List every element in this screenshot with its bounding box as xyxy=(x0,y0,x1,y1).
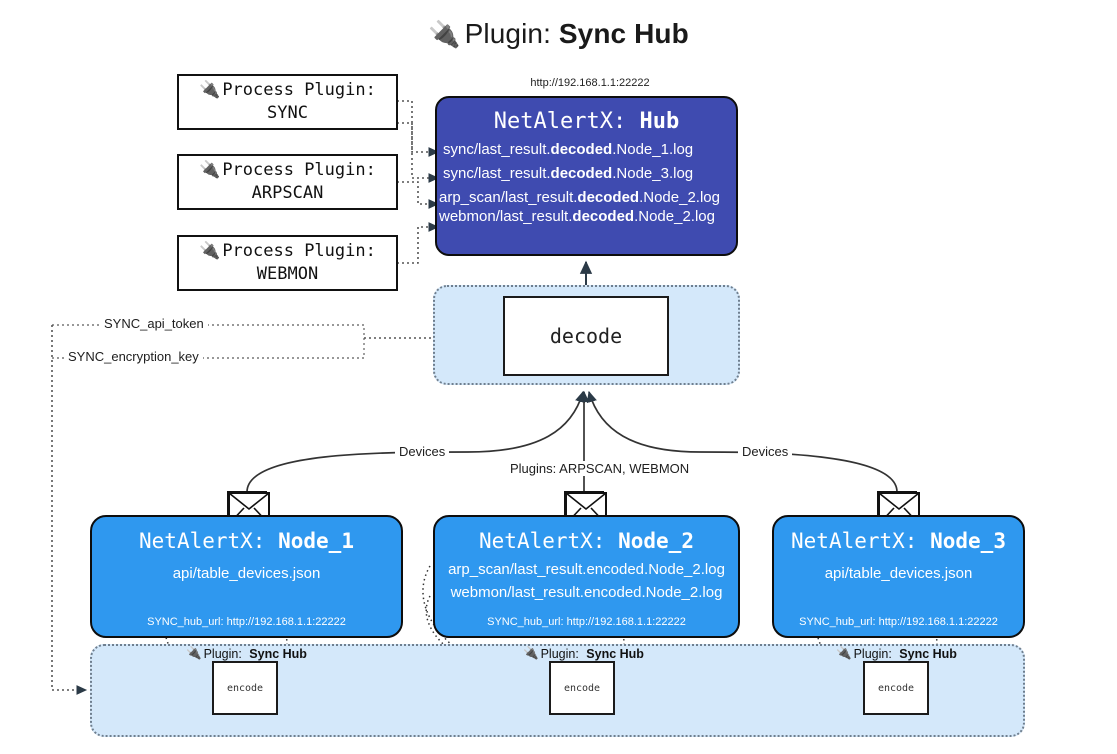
process-plugin-name: SYNC xyxy=(267,103,308,123)
decode-box[interactable]: decode xyxy=(503,296,669,376)
process-plugin-arpscan[interactable]: 🔌Process Plugin: ARPSCAN xyxy=(177,154,398,210)
process-plugin-label: Process Plugin: xyxy=(222,80,376,101)
plug-icon: 🔌 xyxy=(199,241,221,262)
process-plugin-label: Process Plugin: xyxy=(222,160,376,181)
label-devices-right: Devices xyxy=(738,444,793,459)
plug-icon: 🔌 xyxy=(836,646,852,660)
process-plugin-label: Process Plugin: xyxy=(222,241,376,262)
node-line: api/table_devices.json xyxy=(172,565,321,582)
hub-title-prefix: NetAlertX: xyxy=(493,109,627,134)
label-sync-api-token: SYNC_api_token xyxy=(100,316,208,331)
node-title: NetAlertX: Node_1 xyxy=(139,529,354,553)
node-title: NetAlertX: Node_3 xyxy=(791,529,1006,553)
node-title: NetAlertX: Node_2 xyxy=(479,529,694,553)
process-plugin-sync[interactable]: 🔌Process Plugin: SYNC xyxy=(177,74,398,130)
process-plugin-webmon[interactable]: 🔌Process Plugin: WEBMON xyxy=(177,235,398,291)
plug-icon: 🔌 xyxy=(199,160,221,181)
node-line: arp_scan/last_result.encoded.Node_2.log xyxy=(448,561,725,578)
hub-url-label: http://192.168.1.1:22222 xyxy=(530,77,650,89)
process-plugin-name: WEBMON xyxy=(256,264,319,284)
hub-log-line: sync/last_result.decoded.Node_3.log xyxy=(443,165,694,182)
plugin-caption-node-2: 🔌Plugin: Sync Hub xyxy=(523,646,644,661)
label-sync-encryption-key: SYNC_encryption_key xyxy=(64,349,203,364)
page-title-prefix: Plugin: xyxy=(464,18,551,49)
label-devices-left: Devices xyxy=(395,444,450,459)
node-line: webmon/last_result.encoded.Node_2.log xyxy=(450,584,723,601)
plug-icon: 🔌 xyxy=(199,80,221,101)
encode-box-node-3[interactable]: encode xyxy=(863,661,929,715)
node-footer: SYNC_hub_url: http://192.168.1.1:22222 xyxy=(799,616,998,628)
node-line: api/table_devices.json xyxy=(824,565,973,582)
encode-box-node-2[interactable]: encode xyxy=(549,661,615,715)
hub-title-name: Hub xyxy=(639,109,680,134)
node-footer: SYNC_hub_url: http://192.168.1.1:22222 xyxy=(487,616,686,628)
node-box-node-3[interactable]: NetAlertX: Node_3 api/table_devices.json… xyxy=(772,515,1025,638)
page-title-name: Sync Hub xyxy=(558,18,689,49)
label-plugins-center: Plugins: ARPSCAN, WEBMON xyxy=(506,461,694,476)
encode-box-node-1[interactable]: encode xyxy=(212,661,278,715)
node-box-node-2[interactable]: NetAlertX: Node_2 arp_scan/last_result.e… xyxy=(433,515,740,638)
hub-log-line: webmon/last_result.decoded.Node_2.log xyxy=(439,208,715,225)
plugin-caption-node-3: 🔌Plugin: Sync Hub xyxy=(836,646,957,661)
node-footer: SYNC_hub_url: http://192.168.1.1:22222 xyxy=(147,616,346,628)
process-plugin-name: ARPSCAN xyxy=(251,183,324,203)
page-title: 🔌Plugin: Sync Hub xyxy=(0,18,1117,50)
hub-node[interactable]: NetAlertX: Hub sync/last_result.decoded.… xyxy=(435,96,738,256)
hub-log-line: sync/last_result.decoded.Node_1.log xyxy=(443,141,694,158)
plug-icon: 🔌 xyxy=(428,19,461,49)
plug-icon: 🔌 xyxy=(523,646,539,660)
plug-icon: 🔌 xyxy=(186,646,202,660)
node-box-node-1[interactable]: NetAlertX: Node_1 api/table_devices.json… xyxy=(90,515,403,638)
hub-log-line: arp_scan/last_result.decoded.Node_2.log xyxy=(439,189,720,206)
plugin-caption-node-1: 🔌Plugin: Sync Hub xyxy=(186,646,307,661)
hub-title: NetAlertX: Hub xyxy=(437,109,736,134)
